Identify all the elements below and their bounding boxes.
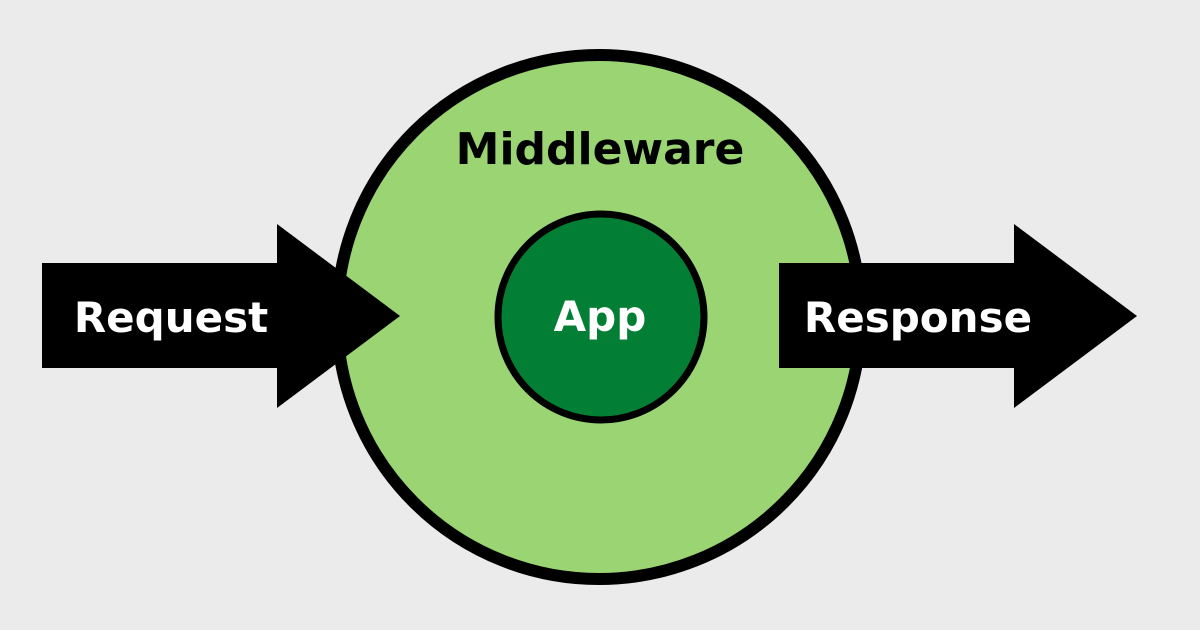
response-label: Response [804,293,1032,342]
app-label: App [554,292,647,341]
request-label: Request [74,293,268,342]
request-arrow [42,224,400,408]
app-circle [494,210,708,424]
middleware-label: Middleware [456,124,745,175]
response-arrow [779,224,1137,408]
